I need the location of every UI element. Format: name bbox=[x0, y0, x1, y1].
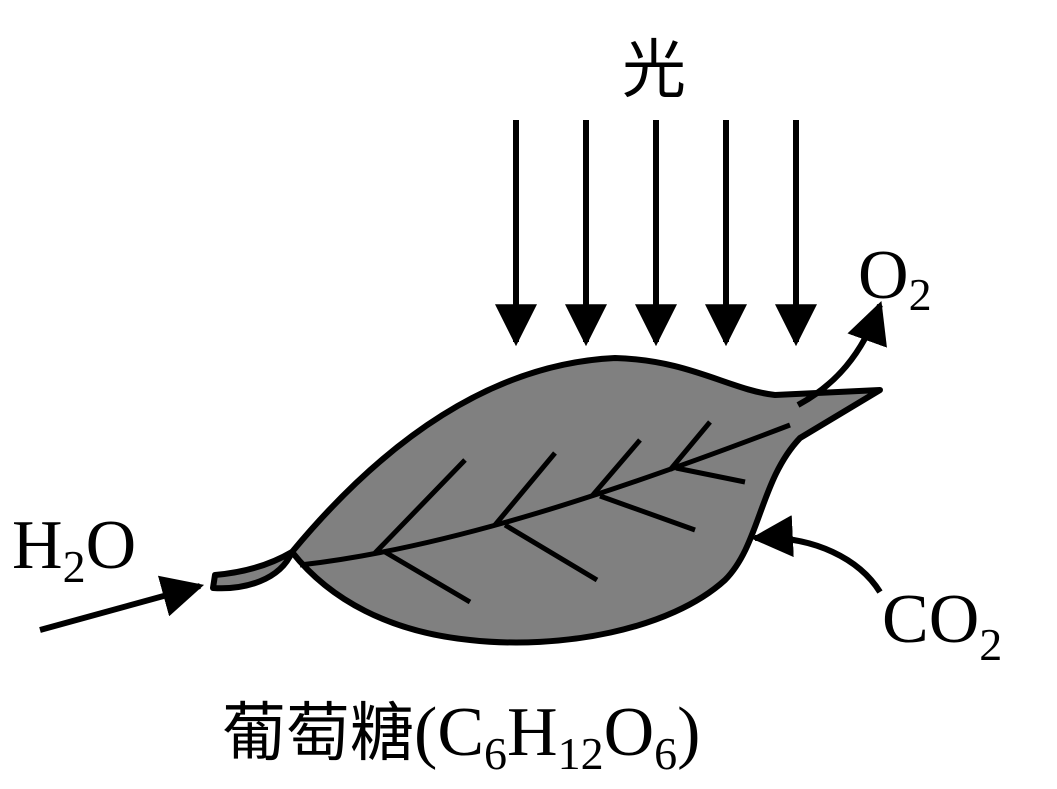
glucose-label: 葡萄糖(C6H12O6) bbox=[222, 694, 700, 779]
glucose-label-c: C bbox=[437, 694, 484, 771]
glucose-label-name: 葡萄糖 bbox=[222, 697, 414, 771]
carbon-dioxide-label-sub: 2 bbox=[979, 619, 1002, 670]
water-label-h: H bbox=[12, 507, 63, 584]
vein-3a bbox=[590, 438, 642, 498]
vein-3b bbox=[599, 493, 696, 533]
water-arrow bbox=[39, 575, 205, 633]
leaf-midrib bbox=[299, 422, 791, 568]
carbon-dioxide-label-main: CO bbox=[882, 581, 979, 658]
glucose-label-h: H bbox=[507, 694, 558, 771]
glucose-label-h-sub: 12 bbox=[558, 728, 604, 779]
carbon-dioxide-arrow bbox=[750, 515, 883, 594]
glucose-label-o-sub: 6 bbox=[654, 728, 677, 779]
vein-4a bbox=[668, 420, 712, 472]
vein-4b bbox=[675, 465, 746, 485]
oxygen-label: O2 bbox=[858, 237, 932, 320]
vein-1a bbox=[373, 458, 467, 555]
carbon-dioxide-label: CO2 bbox=[882, 581, 1002, 670]
leaf bbox=[210, 355, 883, 646]
vein-2a bbox=[493, 451, 557, 527]
leaf-stem bbox=[210, 549, 295, 592]
oxygen-label-main: O bbox=[858, 237, 909, 314]
water-label-o: O bbox=[86, 507, 137, 584]
glucose-label-o: O bbox=[604, 694, 655, 771]
leaf-veins bbox=[299, 420, 791, 605]
glucose-label-close: ) bbox=[677, 694, 700, 771]
vein-1b bbox=[383, 549, 472, 605]
oxygen-arrow bbox=[796, 301, 887, 408]
water-label-sub: 2 bbox=[63, 541, 86, 592]
light-arrows bbox=[495, 120, 817, 347]
vein-2b bbox=[503, 522, 599, 583]
glucose-label-open: ( bbox=[414, 694, 437, 771]
glucose-label-c-sub: 6 bbox=[484, 728, 507, 779]
water-label: H2O bbox=[12, 507, 136, 592]
light-label: 光 bbox=[622, 34, 686, 108]
oxygen-label-sub: 2 bbox=[909, 269, 932, 320]
